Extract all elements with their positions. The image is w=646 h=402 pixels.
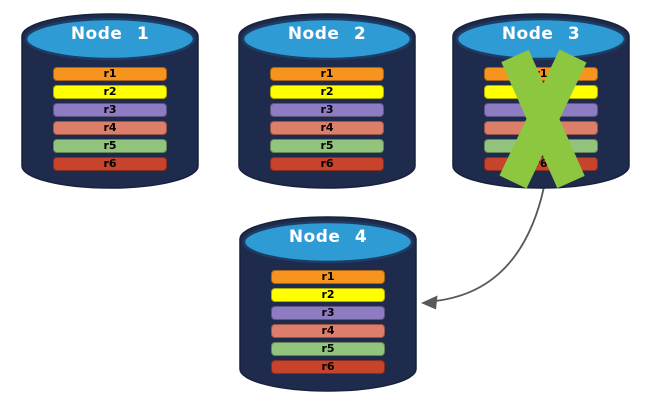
- replica-bar: r6: [53, 157, 167, 171]
- node-title: Node 1: [70, 24, 150, 44]
- replica-bar: r5: [270, 139, 384, 153]
- replica-bar: r1: [270, 67, 384, 81]
- cylinder-top: [24, 17, 196, 61]
- replica-bar: r5: [53, 139, 167, 153]
- replica-list: r1 r2 r3 r4 r5 r6: [270, 67, 384, 175]
- replica-bar: r5: [271, 342, 385, 356]
- node-3-failed: Node 3 r1 r2 r3 r4 r5 r6: [451, 12, 631, 192]
- replica-list: r1 r2 r3 r4 r5 r6: [53, 67, 167, 175]
- replica-bar: r1: [53, 67, 167, 81]
- replica-bar: r3: [53, 103, 167, 117]
- replica-bar: r2: [53, 85, 167, 99]
- replica-bar: r4: [53, 121, 167, 135]
- replica-bar: r4: [270, 121, 384, 135]
- node-1: Node 1 r1 r2 r3 r4 r5 r6: [20, 12, 200, 192]
- replica-bar: r6: [271, 360, 385, 374]
- node-title: Node 4: [288, 227, 368, 247]
- replica-bar: r1: [271, 270, 385, 284]
- failover-arrowhead-icon: [421, 295, 438, 310]
- replica-bar: r2: [270, 85, 384, 99]
- failover-arrow-curve: [434, 186, 545, 302]
- failure-x-stroke: [499, 49, 587, 189]
- replica-bar: r6: [270, 157, 384, 171]
- node-4: Node 4 r1 r2 r3 r4 r5 r6: [238, 215, 418, 395]
- node-title: Node 2: [287, 24, 367, 44]
- cylinder-top: [455, 17, 627, 61]
- cylinder-top: [242, 220, 414, 264]
- cylinder-top: [241, 17, 413, 61]
- node-2: Node 2 r1 r2 r3 r4 r5 r6: [237, 12, 417, 192]
- replica-bar: r2: [271, 288, 385, 302]
- replica-bar: r3: [270, 103, 384, 117]
- node-title: Node 3: [501, 24, 581, 44]
- failure-x-icon: [499, 49, 587, 189]
- replica-list: r1 r2 r3 r4 r5 r6: [271, 270, 385, 378]
- replica-bar: r4: [271, 324, 385, 338]
- replica-bar: r3: [271, 306, 385, 320]
